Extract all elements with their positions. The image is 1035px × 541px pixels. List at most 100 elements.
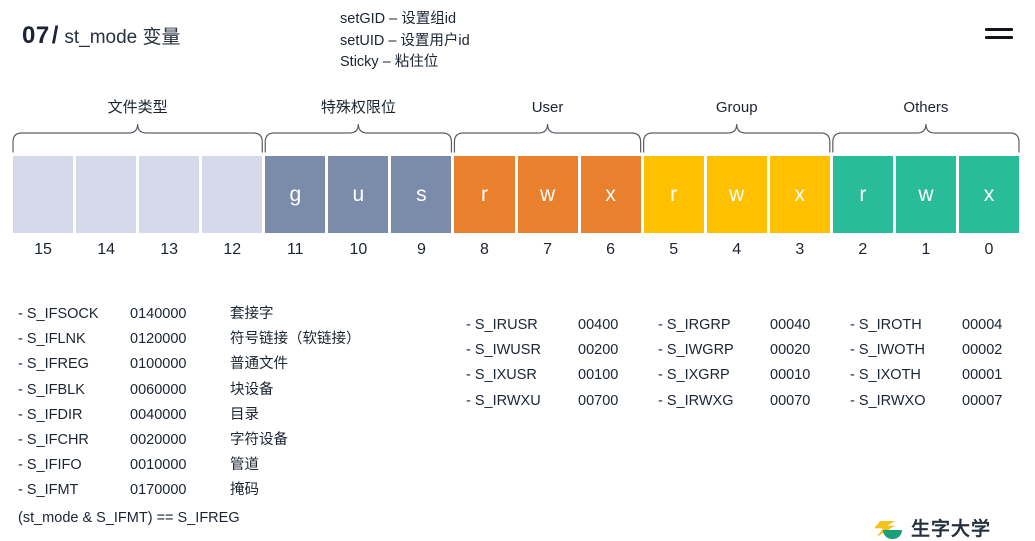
bit-index-8: 8 [480,241,489,258]
permission-name: - S_IROTH [850,317,922,333]
permission-row: - S_IRWXU 00700 [466,389,658,414]
file-type-name: - S_IFDIR [18,406,83,423]
permission-name: - S_IRGRP [658,317,731,333]
bit-cell-label: w [729,183,745,206]
brace-User [453,123,642,153]
bit-index-10: 10 [349,241,368,258]
file-type-description: 掩码 [230,482,259,499]
file-type-octal: 0010000 [130,457,187,474]
file-type-name: - S_IFSOCK [18,306,99,322]
file-type-name: - S_IFREG [18,356,89,373]
permission-name: - S_IXUSR [466,367,537,384]
permission-name: - S_IRWXU [466,392,541,409]
bit-group-label-Others: Others [903,99,949,116]
permission-value: 00700 [578,392,619,409]
bit-index-2: 2 [858,241,868,258]
permission-value: 00007 [962,392,1003,409]
bit-cell-5[interactable]: r [643,156,704,233]
bit-cell-0[interactable]: x [958,156,1019,233]
permission-name: - S_IXOTH [850,367,921,384]
bit-cell-13[interactable] [139,156,200,233]
legend-line-sticky: Sticky – 粘住位 [340,54,439,70]
bit-index-3: 3 [795,241,805,258]
permission-row: - S_IXGRP 00010 [658,363,850,388]
bit-cell-3[interactable]: x [769,156,830,233]
permission-row: - S_IWUSR 00200 [466,338,658,363]
bit-index-4: 4 [732,241,742,258]
bit-cell-label: r [670,183,678,206]
hamburger-menu-icon[interactable] [985,28,1013,42]
file-type-name: - S_IFIFO [18,457,82,474]
bit-cell-12[interactable] [202,156,263,233]
permission-value: 00010 [770,367,811,384]
brace-特殊权限位 [264,123,453,153]
permission-row: - S_IROTH 00004 [850,313,1035,338]
brace-Group [643,123,831,153]
file-type-name: - S_IFBLK [18,381,85,398]
bit-cell-6[interactable]: x [580,156,641,233]
page-title: 07/st_mode 变量 [22,22,181,52]
permission-value: 00004 [962,317,1003,333]
bit-index-9: 9 [416,241,426,258]
bit-cell-4[interactable]: w [706,156,767,233]
file-type-octal: 0060000 [130,381,187,398]
file-type-description: 块设备 [230,381,274,398]
bit-index-15: 15 [34,241,52,258]
bit-index-11: 11 [286,241,304,258]
bit-cell-1[interactable]: w [895,156,956,233]
legend-line-setuid: setUID – 设置用户id [340,32,470,49]
bit-cell-label: w [918,183,934,206]
permission-name: - S_IWOTH [850,342,925,359]
file-type-octal: 0100000 [130,356,187,373]
file-type-octal: 0170000 [130,482,187,499]
bit-cell-10[interactable]: u [328,156,389,233]
bit-cell-11[interactable]: g [265,156,326,233]
bit-group-label-User: User [531,99,564,116]
bit-index-0: 0 [984,241,994,258]
bit-cell-label: w [539,183,556,206]
page-title-number: 07 [22,22,50,49]
bit-index-14: 14 [97,241,115,258]
file-type-description: 符号链接（软链接） [230,331,361,348]
bit-cell-9[interactable]: s [391,156,452,233]
permission-value: 00001 [962,367,1003,384]
file-type-description: 目录 [230,406,259,423]
permission-row: - S_IXOTH 00001 [850,363,1035,388]
permission-value: 00400 [578,317,619,333]
special-bits-legend: setGID – 设置组id setUID – 设置用户id Sticky – … [340,9,470,74]
file-type-octal: 0140000 [130,306,187,322]
bit-cell-14[interactable] [76,156,137,233]
permission-name: - S_IWUSR [466,342,541,359]
file-type-description: 管道 [230,457,259,474]
bit-cell-label: r [480,183,488,206]
bit-cell-15[interactable] [13,156,74,233]
file-type-mask-expression: (st_mode & S_IFMT) == S_IFREG [18,509,240,526]
bit-cell-label: x [605,183,616,206]
permission-name: - S_IXGRP [658,367,730,384]
bit-cell-label: u [352,183,365,206]
file-type-octal: 0020000 [130,431,187,448]
bit-cell-7[interactable]: w [517,156,578,233]
bit-cell-label: x [983,183,995,206]
permission-value: 00070 [770,392,811,409]
bit-cell-2[interactable]: r [832,156,893,233]
permission-value: 00040 [770,317,811,333]
permission-value: 00200 [578,342,619,359]
bit-index-5: 5 [669,241,679,258]
bit-cell-label: x [794,183,806,206]
bit-cell-8[interactable]: r [454,156,515,233]
legend-line-setgid: setGID – 设置组id [340,11,457,27]
